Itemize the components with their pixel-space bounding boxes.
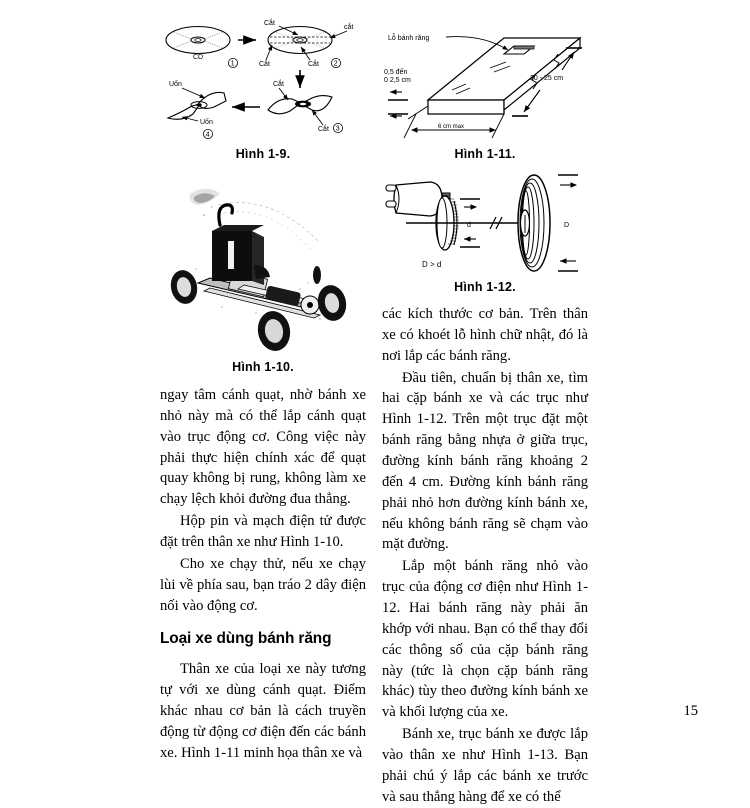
fig-1-9-label-bend-bottom: Uốn (200, 117, 213, 126)
fig-1-9-label-cut-left: Cắt (259, 59, 270, 68)
fig-1-9-step-1: 1 (231, 61, 235, 68)
fig-1-9-label-cut-top: Cắt (264, 18, 275, 27)
cd-disc-step1: CD 1 (165, 25, 239, 69)
fig-1-11-label-gear-hole: Lỗ bánh răng (388, 33, 429, 42)
figure-1-10-illustration (170, 188, 347, 351)
fig-1-9-label-cut-bottom: Cắt (308, 59, 319, 68)
figure-1-9-caption: Hình 1-9. (235, 147, 291, 161)
figure-1-11: Lỗ bánh răng 0,5 đến 0 2,5 cm 20 - 25 cm (382, 18, 588, 161)
paragraph: các kích thước cơ bản. Trên thân xe có k… (382, 306, 588, 364)
cd-disc-step2: Cắt cắt Cắt Cắt 2 (259, 18, 353, 69)
fig-1-11-width-dimension: 6 cm max (403, 113, 505, 139)
paragraph: ngay tâm cánh quạt, nhờ bánh xe nhỏ này … (160, 387, 366, 508)
paragraph: Đầu tiên, chuẩn bị thân xe, tìm hai cặp … (382, 369, 588, 553)
fig-1-9-label-cd: CD (193, 54, 203, 61)
car-body-block (212, 203, 270, 285)
fig-1-9-step-3: 3 (336, 126, 340, 133)
paragraph: Hộp pin và mạch điện tử được đặt trên th… (160, 513, 366, 551)
figure-1-11-caption: Hình 1-11. (454, 147, 516, 161)
chassis-sheet (426, 36, 582, 115)
paragraph: Bánh xe, trục bánh xe được lắp vào thân … (382, 726, 588, 805)
fig-1-11-label-thickness-2: 0 2,5 cm (384, 77, 411, 84)
fig-1-11-label-width: 6 cm max (438, 124, 464, 130)
paragraph: Thân xe của loại xe này tương tự với xe … (160, 661, 366, 761)
propeller-step3: Cắt Cắt 3 (267, 79, 343, 134)
fig-1-11-thickness-dimension: 0,5 đến 0 2,5 cm (384, 67, 429, 120)
document-page: CD 1 Cắt cắt (160, 18, 699, 805)
figure-1-9-illustration: CD 1 Cắt cắt (165, 18, 353, 140)
fig-1-12-label-D: D (564, 222, 569, 229)
illustration-speckle (195, 206, 321, 320)
fig-1-9-label-cut-step3-bottom: Cắt (318, 124, 329, 133)
figure-1-12-illustration: d D D > d (385, 174, 578, 272)
figure-1-11-illustration: Lỗ bánh răng 0,5 đến 0 2,5 cm 20 - 25 cm (384, 33, 582, 139)
fig-1-11-label-length: 20 - 25 cm (530, 75, 563, 82)
fig-1-9-label-bend-top: Uốn (169, 79, 182, 88)
page-number: 15 (683, 703, 699, 719)
propeller-motion-blur (189, 188, 319, 252)
fig-1-12-dimension-D: D (558, 174, 578, 272)
figure-1-9: CD 1 Cắt cắt (160, 18, 366, 161)
fig-1-11-label-thickness-1: 0,5 đến (384, 67, 407, 76)
figure-1-10: Hình 1-10. (160, 179, 366, 374)
fig-1-9-step-4: 4 (206, 132, 210, 139)
left-column-text: ngay tâm cánh quạt, nhờ bánh xe nhỏ này … (160, 385, 366, 764)
propeller-step4: Uốn Uốn 4 (166, 79, 227, 140)
figure-1-10-caption: Hình 1-10. (232, 360, 294, 374)
figure-1-12-caption: Hình 1-12. (454, 280, 516, 294)
fig-1-12-label-relation: D > d (422, 260, 441, 269)
fig-1-9-step-2: 2 (334, 61, 338, 68)
car-wheels (170, 266, 347, 351)
paragraph: Cho xe chạy thử, nếu xe chạy lùi về phía… (160, 555, 366, 614)
left-column: CD 1 Cắt cắt (160, 18, 366, 764)
fig-1-9-label-cut-step3-top: Cắt (273, 79, 284, 88)
paragraph: Lắp một bánh răng nhỏ vào trục của động … (382, 558, 588, 721)
wheel-tyre (517, 174, 551, 272)
fig-1-11-length-dimension: 20 - 25 cm (512, 47, 582, 117)
fig-1-12-label-d: d (467, 222, 471, 229)
fig-1-11-gear-hole-callout: Lỗ bánh răng (388, 33, 509, 51)
figure-1-12: d D D > d Hình 1-12. (382, 171, 588, 294)
right-column: Lỗ bánh răng 0,5 đến 0 2,5 cm 20 - 25 cm (382, 18, 588, 808)
right-column-text: các kích thước cơ bản. Trên thân xe có k… (382, 304, 588, 808)
fig-1-12-dimension-d: d (460, 198, 480, 248)
section-heading: Loại xe dùng bánh răng (160, 630, 332, 648)
fig-1-9-label-cut-right: cắt (344, 22, 353, 31)
